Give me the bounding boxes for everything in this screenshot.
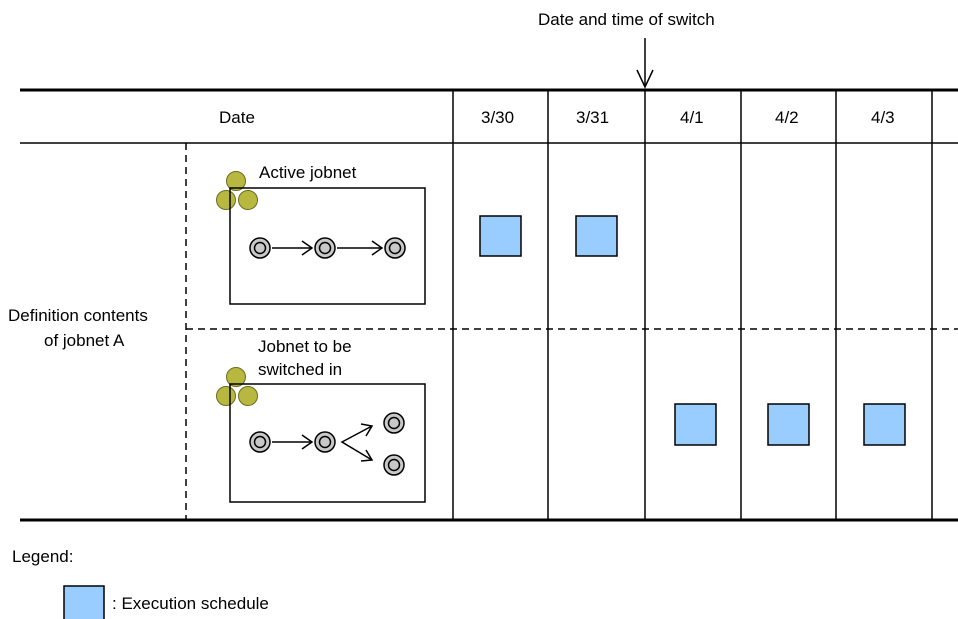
job-node-icon [383,454,405,476]
job-node-icon [383,412,405,434]
legend-swatch [63,585,105,619]
date-3-30: 3/30 [481,108,515,127]
legend-execution-schedule: : Execution schedule [112,594,269,613]
date-column-dividers [452,90,933,520]
row-label-line2: of jobnet A [44,331,125,350]
date-4-1: 4/1 [680,108,704,127]
switch-label: Date and time of switch [538,10,715,29]
schedule-mark-4-3 [863,403,906,446]
switched-jobnet-flow [249,412,405,476]
schedule-mark-4-1 [674,403,717,446]
switched-jobnet-label-line1: Jobnet to be [258,337,352,356]
date-header: Date [219,108,255,127]
arrow-icon [272,240,384,256]
switched-jobnet-box [229,383,426,503]
switched-jobnet-icon [216,367,258,406]
schedule-mark-4-2 [767,403,810,446]
date-4-3: 4/3 [871,108,895,127]
job-node-icon [314,237,336,259]
active-jobnet-flow [249,237,406,259]
active-jobnet-label: Active jobnet [259,163,357,182]
date-3-31: 3/31 [576,108,610,127]
date-4-2: 4/2 [775,108,799,127]
job-node-icon [249,237,271,259]
switched-jobnet-label-line2: switched in [258,360,343,379]
active-jobnet-box [229,187,426,305]
schedule-mark-3-30 [479,215,522,257]
row-label-line1: Definition contents [8,306,148,325]
active-jobnet-icon [216,171,258,210]
job-node-icon [384,237,406,259]
switch-arrow [636,38,654,89]
schedule-mark-3-31 [575,215,618,257]
arrow-icon [272,423,374,462]
schedule-marks [479,215,906,446]
legend-title: Legend: [12,547,74,566]
job-node-icon [249,431,271,453]
job-node-icon [314,431,336,453]
